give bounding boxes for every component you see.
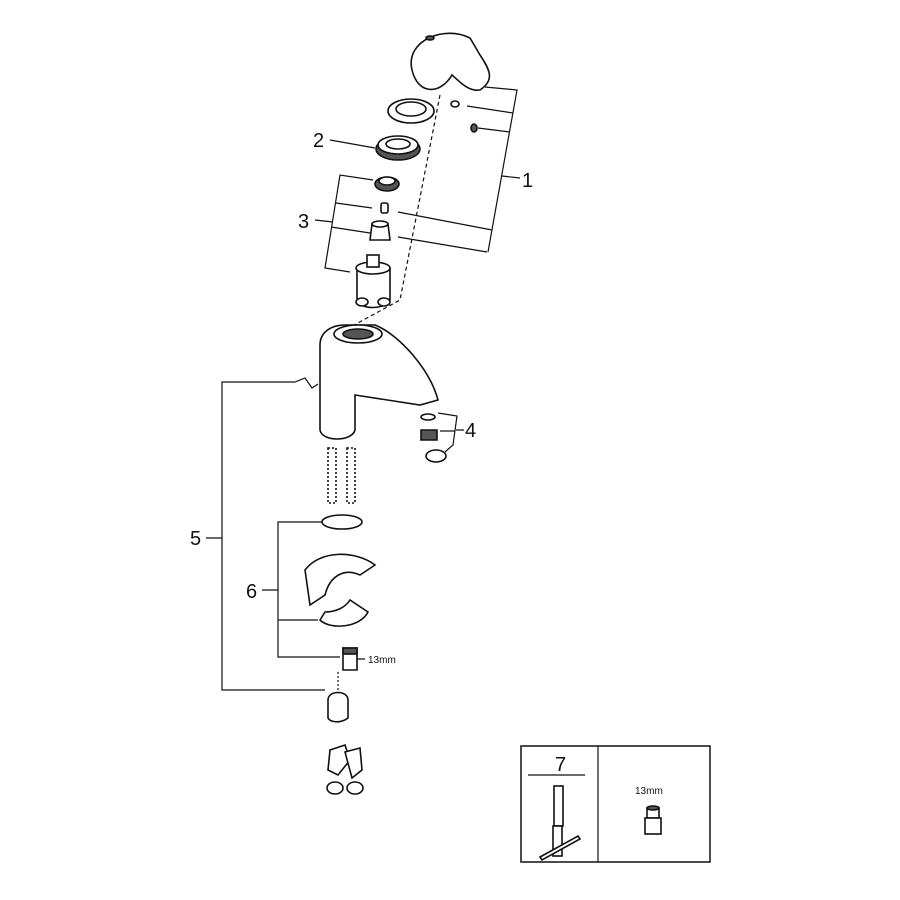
faucet-body — [294, 324, 439, 440]
box-wrench-icon — [538, 785, 582, 862]
callout-1: 1 — [522, 170, 533, 192]
tool-box: 7 13mm — [520, 745, 711, 863]
supply-hoses — [327, 447, 356, 504]
callout-3: 3 — [298, 211, 309, 233]
lever-handle — [410, 32, 491, 133]
tool-nut-size-label: 13mm — [635, 786, 663, 797]
callout-4: 4 — [465, 420, 476, 442]
callout-5: 5 — [190, 528, 201, 550]
hose-connectors — [326, 743, 364, 795]
pop-up-rod — [327, 672, 349, 723]
nut-icon — [644, 805, 662, 835]
part-6-fixing-set — [304, 514, 377, 671]
callout-lines — [206, 86, 521, 691]
part-4-aerator — [420, 413, 447, 463]
part-2-bonnet-ring — [375, 135, 421, 161]
tool-number-7: 7 — [555, 754, 566, 776]
callout-6: 6 — [246, 581, 257, 603]
part-3-cartridge-set — [355, 176, 400, 309]
callout-2: 2 — [313, 130, 324, 152]
nut-size-label: 13mm — [368, 655, 396, 666]
cover-ring — [387, 98, 435, 124]
